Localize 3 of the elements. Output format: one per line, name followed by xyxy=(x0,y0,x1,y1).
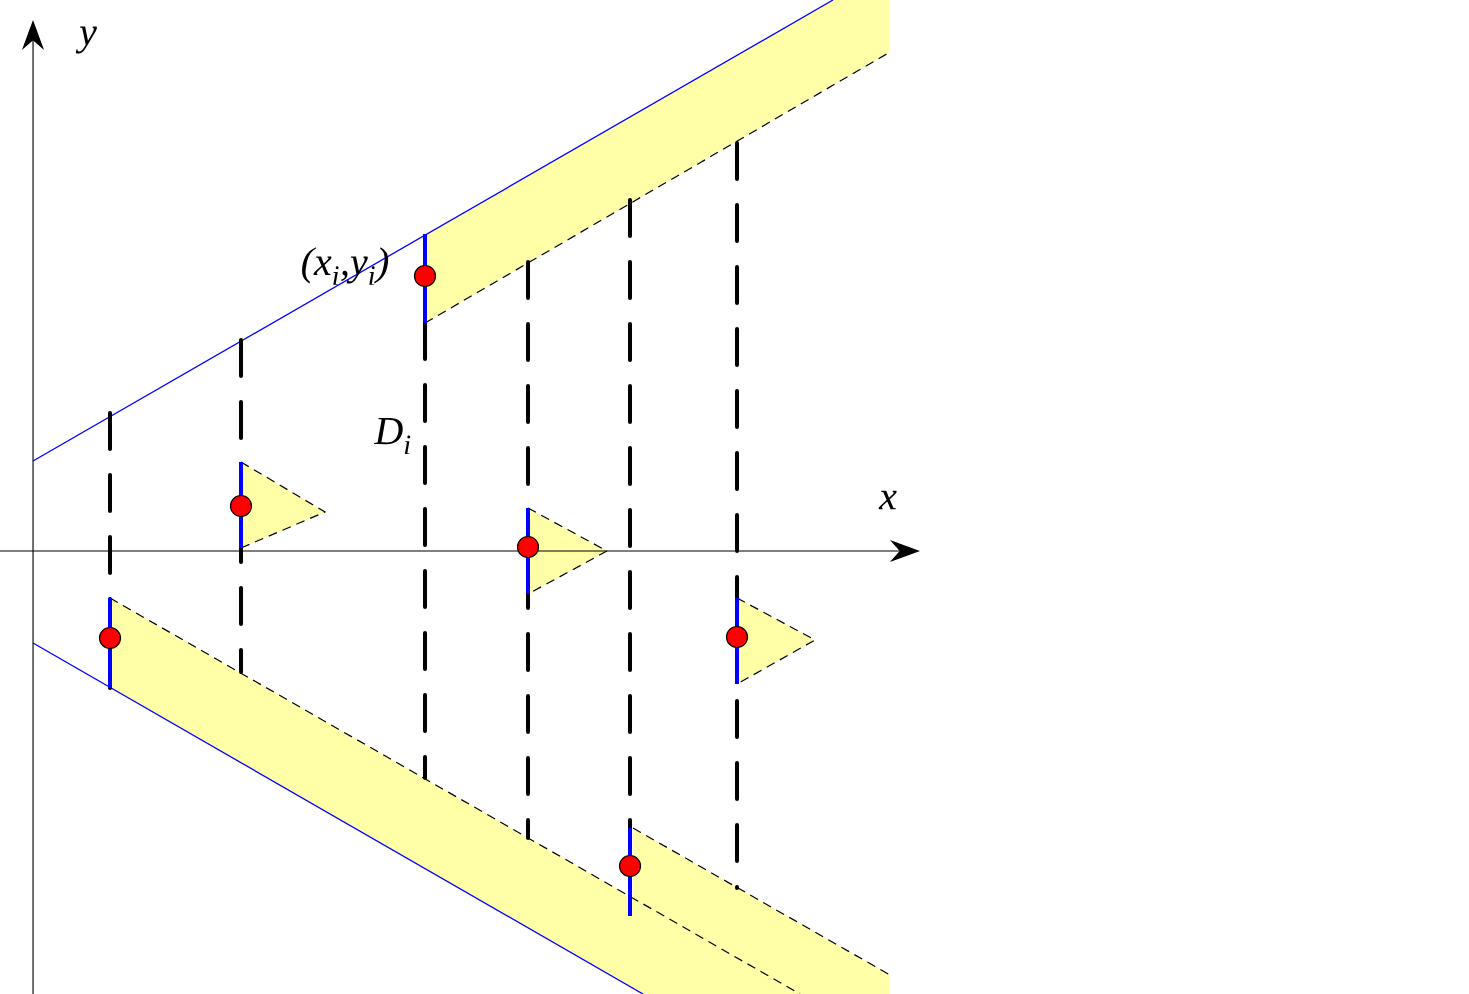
region-label: D$_{i}$ xyxy=(373,417,411,455)
axis-label: y xyxy=(75,26,97,54)
axis-label: x xyxy=(878,490,897,510)
